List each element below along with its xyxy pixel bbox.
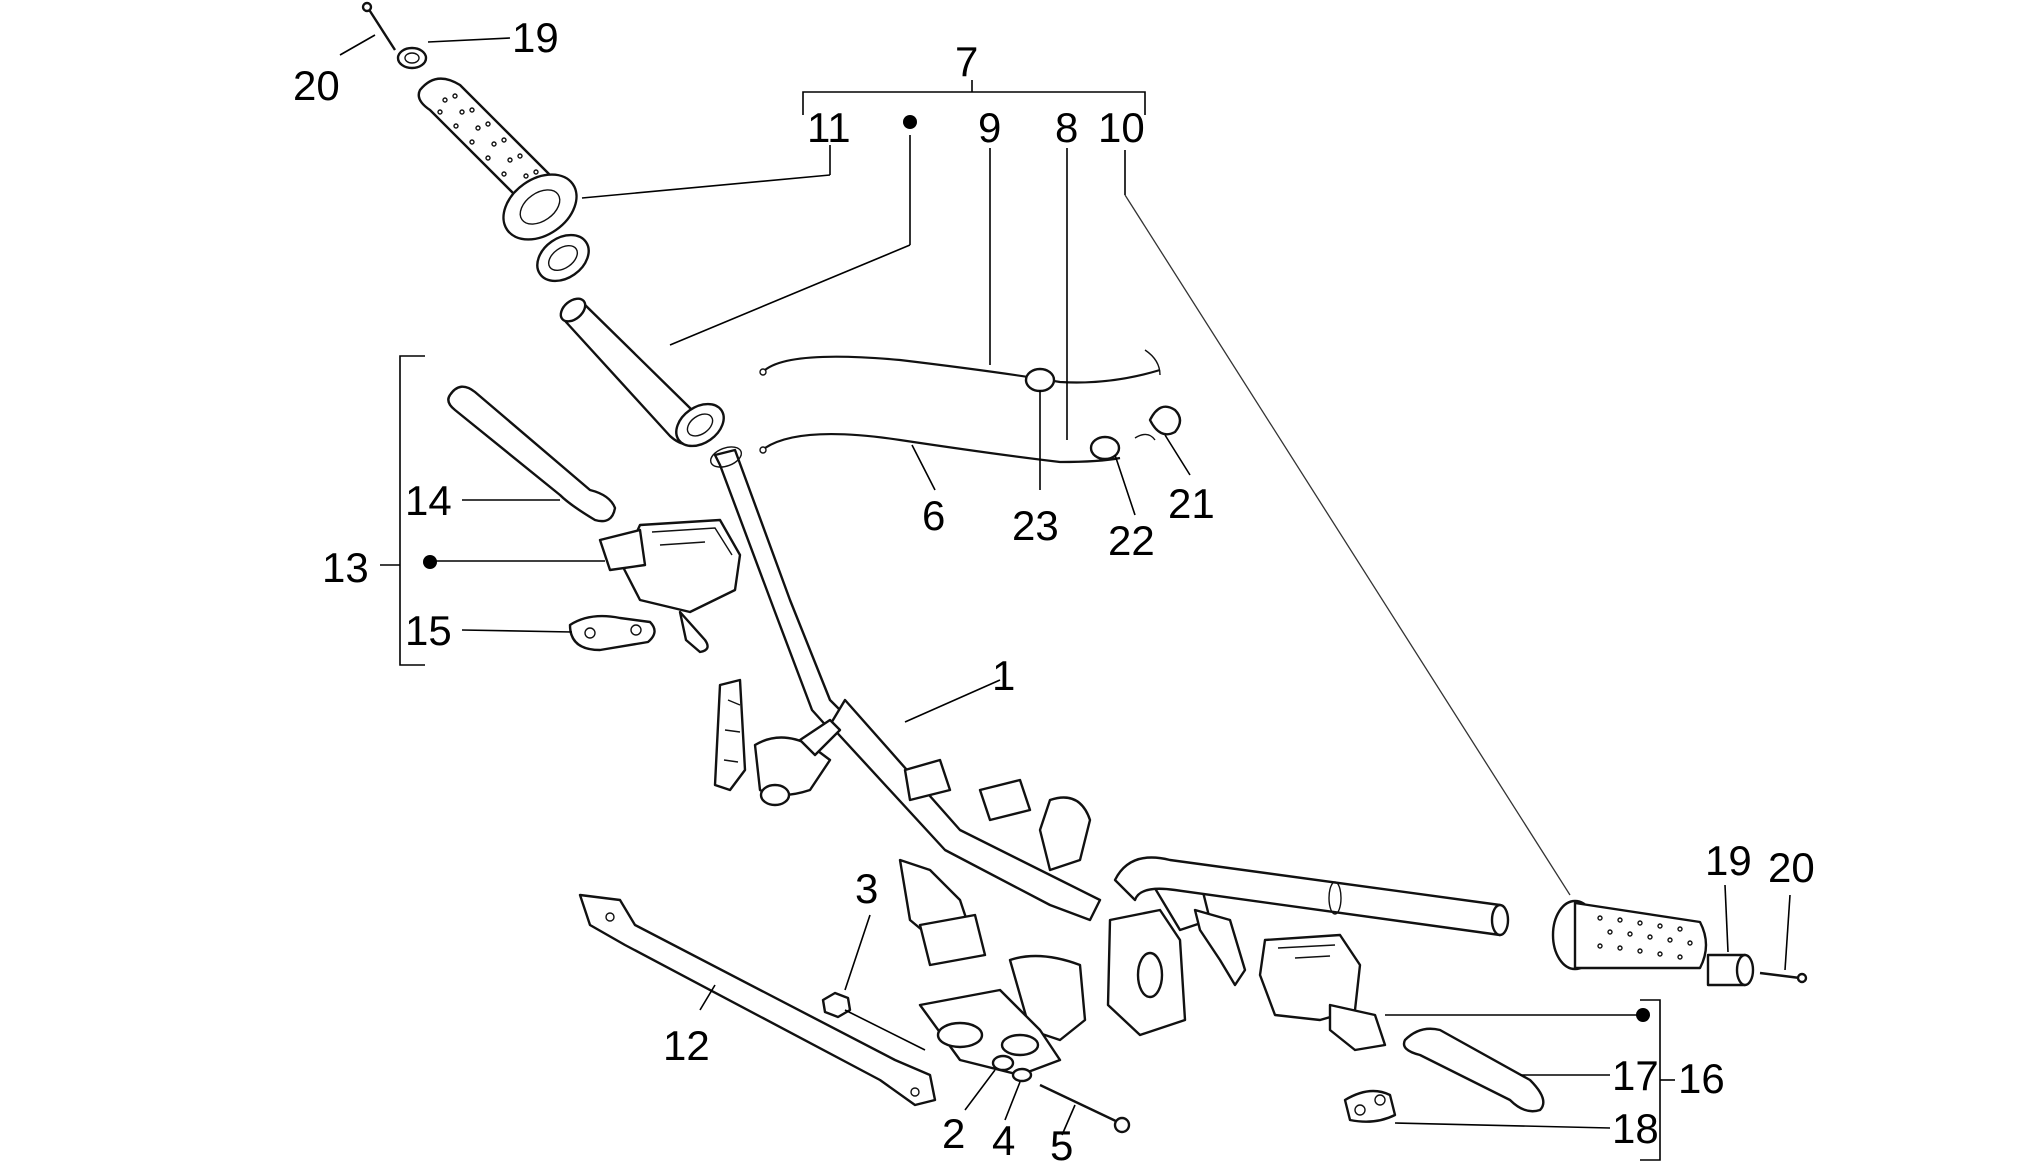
label-17: 17: [1612, 1052, 1659, 1099]
bar-end-weight-top-left: [396, 46, 428, 70]
group-7-bullet: [903, 115, 917, 129]
right-grip: [1551, 899, 1708, 971]
label-23: 23: [1012, 502, 1059, 549]
bar-end-weight-right: [1706, 953, 1755, 987]
label-2: 2: [942, 1110, 965, 1157]
label-20-right: 20: [1768, 844, 1815, 891]
group-16-bullet: [1636, 1008, 1650, 1022]
label-22: 22: [1108, 517, 1155, 564]
screw-right: [1759, 971, 1808, 984]
cable-clip-21: [1134, 405, 1182, 441]
label-3: 3: [855, 865, 878, 912]
label-4: 4: [992, 1117, 1015, 1163]
washer-4: [1011, 1067, 1033, 1083]
label-12: 12: [663, 1022, 710, 1069]
label-6: 6: [922, 492, 945, 539]
label-9: 9: [978, 104, 1001, 151]
label-1: 1: [992, 652, 1015, 699]
right-brake-lever: [1402, 1027, 1545, 1113]
label-20-top: 20: [293, 62, 340, 109]
washer-2: [991, 1054, 1015, 1072]
throttle-tube: [559, 297, 725, 448]
label-14: 14: [405, 477, 452, 524]
label-13: 13: [322, 544, 369, 591]
left-grip: [417, 77, 578, 241]
label-15: 15: [405, 607, 452, 654]
left-grip-ring: [536, 233, 590, 283]
cable-upper: [759, 349, 1161, 384]
label-7: 7: [955, 38, 978, 85]
left-master-cylinder: [598, 518, 742, 654]
cable-clip-22: [1089, 435, 1121, 461]
label-19-right: 19: [1705, 837, 1752, 884]
label-11: 11: [807, 104, 851, 151]
label-19-top: 19: [512, 14, 559, 61]
label-18: 18: [1612, 1105, 1659, 1152]
support-bracket: [578, 893, 937, 1107]
label-8: 8: [1055, 104, 1078, 151]
nut: [821, 991, 852, 1019]
leader-lines: [339, 34, 1791, 1161]
right-clamp: [1343, 1089, 1397, 1123]
handlebar-frame: [709, 446, 1510, 1077]
right-master-cylinder: [1258, 933, 1387, 1052]
label-16: 16: [1678, 1055, 1725, 1102]
label-21: 21: [1168, 480, 1215, 527]
screw-top-left: [361, 1, 397, 51]
bolt: [1039, 1083, 1131, 1134]
cable-clip-23: [1024, 367, 1056, 393]
label-10: 10: [1098, 104, 1145, 151]
left-clamp: [568, 614, 656, 652]
label-5: 5: [1050, 1122, 1073, 1163]
group-13-bullet: [423, 555, 437, 569]
left-brake-lever: [447, 385, 617, 523]
cable-lower: [759, 432, 1121, 464]
